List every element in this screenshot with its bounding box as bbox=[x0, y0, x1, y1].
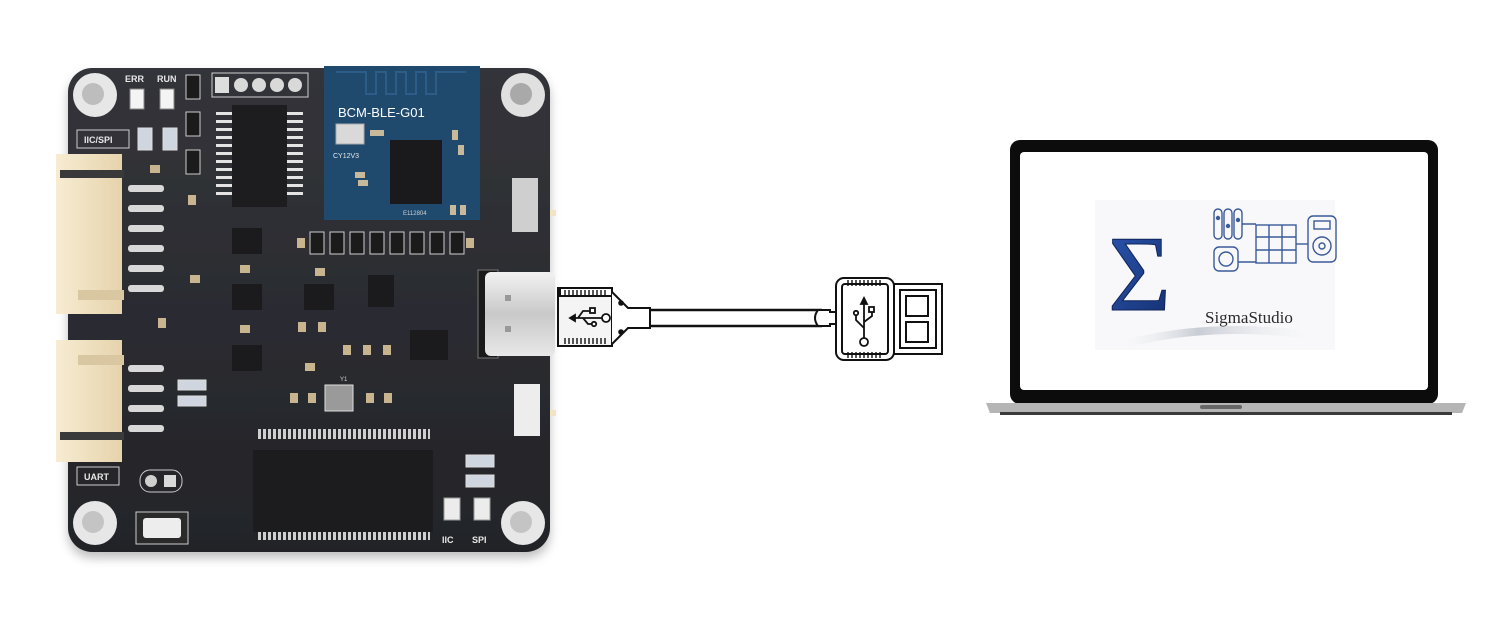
dsp-chip bbox=[253, 429, 433, 540]
reset-button-sw5 bbox=[135, 511, 189, 545]
port-label-uart: UART bbox=[84, 472, 109, 482]
led-label-spi: SPI bbox=[472, 535, 487, 545]
crystal-ref: Y1 bbox=[340, 377, 348, 383]
crystal-y1 bbox=[324, 384, 354, 412]
dsp-schematic-icon bbox=[1213, 208, 1337, 272]
led-label-iic: IIC bbox=[442, 535, 454, 545]
iic-spi-connector bbox=[56, 154, 164, 314]
crystal-label: CY12V3 bbox=[333, 153, 359, 160]
usb-c-port bbox=[477, 269, 555, 359]
mounting-hole bbox=[501, 73, 545, 117]
mounting-hole bbox=[501, 501, 545, 545]
slide-switch-sw1 bbox=[512, 178, 556, 232]
usb-cable bbox=[557, 277, 943, 361]
run-led bbox=[159, 88, 175, 110]
mounting-hole bbox=[73, 501, 117, 545]
laptop: Σ SigmaStudio bbox=[986, 140, 1466, 415]
app-name: SigmaStudio bbox=[1205, 308, 1293, 327]
module-chip-label: E112804 bbox=[403, 211, 427, 217]
spi-led bbox=[473, 497, 491, 521]
mounting-hole bbox=[73, 73, 117, 117]
port-label-iic-spi: IIC/SPI bbox=[84, 135, 113, 145]
sigmastudio-logo: Σ SigmaStudio bbox=[1095, 200, 1337, 352]
slide-switch-sw4 bbox=[514, 384, 556, 436]
uart-connector bbox=[56, 340, 164, 462]
module-label: BCM-BLE-G01 bbox=[338, 105, 425, 120]
dsp-board: ERR RUN IIC/SPI bbox=[56, 66, 556, 552]
usb-a-plug bbox=[835, 277, 943, 361]
pin-header bbox=[211, 72, 309, 98]
cable-wire bbox=[650, 308, 822, 328]
led-label-err: ERR bbox=[125, 74, 145, 84]
usb-c-plug bbox=[557, 287, 651, 347]
led-label-run: RUN bbox=[157, 74, 177, 84]
err-led bbox=[129, 88, 145, 110]
iic-led bbox=[443, 497, 461, 521]
ble-module: BCM-BLE-G01 CY12V3 E112804 bbox=[324, 66, 480, 220]
laptop-notch bbox=[1200, 405, 1242, 409]
sigma-symbol: Σ bbox=[1108, 215, 1171, 334]
ic-chip bbox=[216, 105, 303, 207]
usb-icon bbox=[568, 307, 611, 328]
usb-icon bbox=[852, 295, 875, 347]
